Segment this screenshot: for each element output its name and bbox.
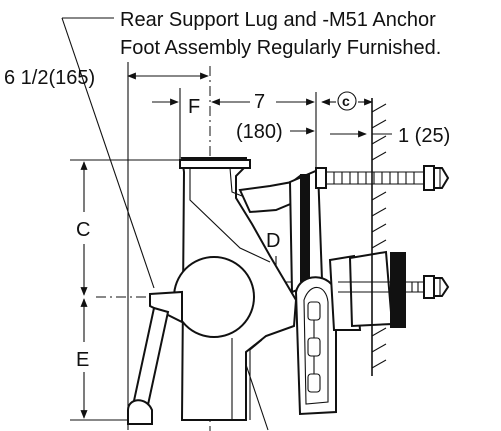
fitting-body [149, 157, 301, 421]
dim-e-label: E [76, 349, 89, 371]
dim-6-1-2-lines [127, 62, 209, 430]
dim-1-label: 1 (25) [398, 125, 450, 147]
callout-line-2: Foot Assembly Regularly Furnished. [120, 37, 441, 59]
dim-6-1-2-label: 6 1/2(165) [4, 67, 95, 89]
dim-7-mm-label: (180) [236, 121, 283, 143]
inlet-circle [173, 256, 255, 338]
upper-anchor-bolt [315, 165, 450, 191]
wall-hatch [371, 98, 387, 376]
faceplate-assembly [288, 168, 337, 416]
dim-c-label: C [76, 219, 90, 241]
dim-d-label: D [266, 230, 280, 252]
dim-c-circle-label: c [342, 93, 350, 109]
callout-leader [61, 17, 155, 289]
callout-line-1: Rear Support Lug and -M51 Anchor [120, 9, 436, 31]
lower-anchor-bolt [328, 250, 450, 331]
dim-c-lines [70, 159, 184, 296]
dim-c-circle: c [321, 91, 373, 111]
support-lug [149, 290, 183, 324]
dim-7-lines [212, 92, 317, 170]
dim-f-label: F [188, 96, 200, 118]
dim-7-label: 7 [254, 91, 265, 113]
anchor-foot [127, 306, 170, 425]
dim-e-lines [70, 298, 132, 421]
